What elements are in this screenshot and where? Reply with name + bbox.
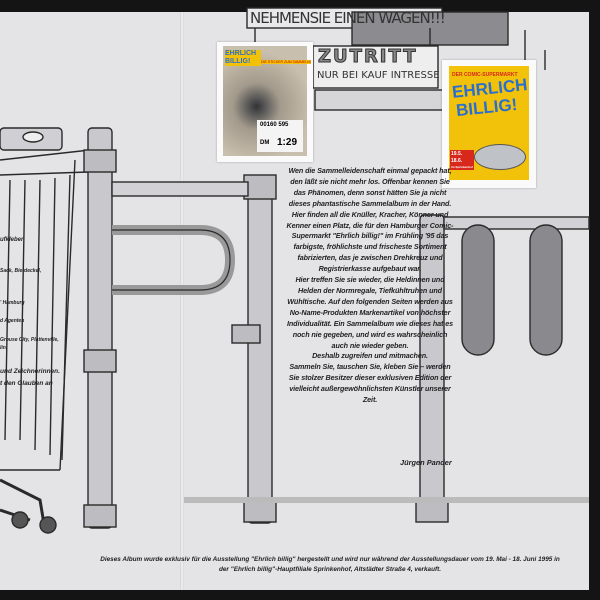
poster-place: im Sprinkenhof — [451, 165, 473, 169]
sign-zutritt-subtext: NUR BEI KAUF INTRESSE — [317, 70, 440, 81]
author-signature: Jürgen Pander — [400, 458, 452, 467]
intro-paragraph: Sammeln Sie, tauschen Sie, kleben Sie – … — [288, 362, 452, 405]
sign-frame — [314, 89, 456, 111]
sticker-tagline: DIE STICKER ZUM SAMMELN! — [261, 60, 311, 64]
left-page-text: Grouse City, Plattenville, — [0, 337, 59, 343]
sign-frame — [312, 45, 439, 89]
left-page-text: und Zeichnerinnen. — [0, 368, 60, 375]
left-page-text: lin. — [0, 345, 8, 351]
poster-subtitle: DER COMIC-SUPERMARKT — [452, 72, 518, 78]
left-page-text: d Agenten — [0, 318, 25, 324]
turnstile-rail — [111, 181, 249, 197]
left-page-text: t den Glauben an — [0, 380, 53, 387]
turnstile-arm — [112, 225, 236, 295]
price-tag: 00160 595 DM 1:29 — [257, 120, 303, 152]
sign-zutritt: ZUTRITT — [317, 46, 418, 68]
intro-paragraph: Hier treffen Sie sie wieder, die Heldinn… — [286, 275, 454, 350]
book-spine — [180, 12, 184, 590]
footer-note: Dieses Album wurde exklusiv für die Auss… — [100, 556, 560, 573]
cart-wheel — [11, 511, 29, 529]
sticker-supermarket-poster: DER COMIC-SUPERMARKT EHRLICH BILLIG! 19.… — [442, 60, 536, 188]
price-code: 00160 595 — [260, 122, 289, 128]
left-page-text: Sack, Bierdeckel, — [0, 268, 42, 274]
cart-basket — [0, 149, 91, 471]
intro-paragraph: Deshalb zugreifen und mitmachen. — [312, 351, 428, 361]
hanging-bar — [461, 224, 495, 356]
poster-date-start: 19.5. — [451, 151, 463, 157]
price-value: 1:29 — [277, 137, 298, 148]
intro-paragraph: Wen die Sammelleidenschaft einmal gepack… — [286, 166, 454, 274]
sticker-title: EHRLICH BILLIG! — [225, 50, 261, 66]
sign-take-a-cart: NEHMENSIE EINEN WAGEN!!! — [250, 9, 446, 27]
poster-dates: 19.5. 18.6. im Sprinkenhof — [450, 150, 474, 170]
price-currency: DM — [260, 140, 270, 146]
turnstile-rail — [443, 216, 590, 230]
cart-wheel — [39, 516, 57, 534]
left-page-text: ufkleber — [0, 237, 24, 243]
cart-wires — [4, 174, 71, 461]
hanging-bar — [529, 224, 563, 356]
intro-text: Wen die Sammelleidenschaft einmal gepack… — [286, 166, 454, 406]
poster-date-end: 18.6. — [451, 158, 463, 164]
turnstile-post — [87, 127, 113, 529]
left-page-text: ' Hamburg — [0, 300, 25, 306]
sardine-can-illustration — [474, 144, 526, 170]
sticker-album-cover: EHRLICH BILLIG! DIE STICKER ZUM SAMMELN!… — [217, 42, 313, 162]
turnstile-post — [247, 177, 273, 524]
